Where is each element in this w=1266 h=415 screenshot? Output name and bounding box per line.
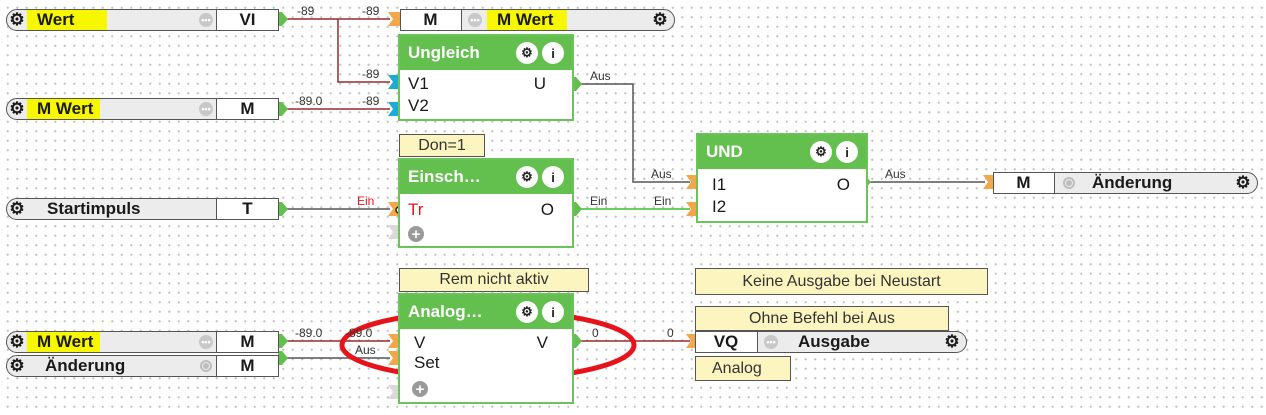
add-input-icon[interactable]: + <box>408 226 424 242</box>
note-ohne-befehl: Ohne Befehl bei Aus <box>695 306 949 331</box>
input-tr: Tr <box>408 200 424 219</box>
out-port-start <box>278 202 288 216</box>
gear-icon[interactable]: ⚙ <box>516 166 538 188</box>
block-ungleich[interactable]: Ungleich ⚙i V1 V2 U <box>398 34 574 121</box>
radio-icon[interactable] <box>200 360 212 372</box>
wire-label: Aus <box>355 343 376 357</box>
info-icon[interactable]: i <box>542 166 564 188</box>
gear-icon[interactable]: ⚙ <box>810 141 832 163</box>
radio-icon[interactable] <box>1063 177 1075 189</box>
output-o: O <box>836 175 850 194</box>
reference-m-wert-2[interactable]: ⚙ M Wert ••• M <box>6 330 279 353</box>
type-label: M <box>216 330 279 353</box>
type-label: M <box>216 97 279 120</box>
note-rem-nicht-aktiv: Rem nicht aktiv <box>399 268 589 292</box>
block-title: Einsch… <box>408 167 481 186</box>
dots-icon[interactable]: ••• <box>199 335 213 349</box>
wire-label: Aus <box>885 167 906 181</box>
gear-icon[interactable]: ⚙ <box>1235 173 1251 192</box>
wire-label: 0 <box>667 326 674 340</box>
info-icon[interactable]: i <box>836 141 858 163</box>
wire-label: -89.0 <box>345 326 373 340</box>
wire-ungleich-und <box>580 83 690 183</box>
type-label: M <box>399 8 462 31</box>
output-u: U <box>533 74 546 93</box>
note-don: Don=1 <box>399 134 485 157</box>
dots-icon[interactable]: ••• <box>468 13 482 27</box>
gear-icon[interactable]: ⚙ <box>9 10 25 29</box>
block-title: UND <box>706 142 743 161</box>
wire-label: Aus <box>651 167 672 181</box>
wire-label: Aus <box>590 69 611 83</box>
info-icon[interactable]: i <box>542 42 564 64</box>
gear-icon[interactable]: ⚙ <box>516 301 538 323</box>
block-analog[interactable]: Analog… ⚙i V Set V + <box>398 293 574 404</box>
in-port-m <box>388 12 400 26</box>
gear-icon[interactable]: ⚙ <box>516 42 538 64</box>
output-m-wert[interactable]: M ••• M Wert ⚙ <box>399 8 675 31</box>
dots-icon[interactable]: ••• <box>199 13 213 27</box>
gear-icon[interactable]: ⚙ <box>652 10 668 29</box>
add-input-icon[interactable]: + <box>412 381 428 397</box>
output-v: V <box>536 333 548 352</box>
input-set: Set <box>414 353 440 372</box>
gear-icon[interactable]: ⚙ <box>944 332 960 351</box>
gear-icon[interactable]: ⚙ <box>9 99 25 118</box>
out-port-mwert <box>278 102 288 116</box>
output-ausgabe[interactable]: VQ ••• Ausgabe ⚙ <box>694 330 967 353</box>
reference-m-wert[interactable]: ⚙ M Wert ••• M <box>6 97 279 120</box>
out-port-aenderung <box>278 351 288 365</box>
input-v2: V2 <box>408 96 429 115</box>
block-einsch[interactable]: Einsch… ⚙i Tr O + <box>398 158 574 248</box>
type-label: T <box>216 197 279 220</box>
block-title: Ungleich <box>408 43 480 62</box>
output-aenderung[interactable]: M Änderung ⚙ <box>992 171 1258 194</box>
out-port-mwert2 <box>278 334 288 348</box>
wire-label: -89 <box>362 67 380 81</box>
type-label: M <box>992 171 1055 194</box>
gear-icon[interactable]: ⚙ <box>9 356 25 375</box>
gear-icon[interactable]: ⚙ <box>9 199 25 218</box>
info-icon[interactable]: i <box>542 301 564 323</box>
wire-label: 0 <box>592 326 599 340</box>
reference-startimpuls[interactable]: ⚙ Startimpuls T <box>6 197 279 220</box>
out-port-wert <box>278 12 288 26</box>
input-v: V <box>414 333 426 352</box>
input-v1: V1 <box>408 74 429 93</box>
wire-label: Ein <box>654 194 672 208</box>
dots-icon[interactable]: ••• <box>199 102 213 116</box>
note-keine-ausgabe: Keine Ausgabe bei Neustart <box>695 268 988 295</box>
type-label: M <box>216 354 279 377</box>
input-i2: I2 <box>712 197 727 216</box>
wire-label: Ein <box>357 194 375 208</box>
wire-label: -89.0 <box>295 94 323 108</box>
type-label: VQ <box>694 330 758 353</box>
gear-icon[interactable]: ⚙ <box>9 332 25 351</box>
reference-aenderung[interactable]: ⚙ Änderung M <box>6 354 279 377</box>
block-und[interactable]: UND ⚙i I1 I2 O <box>696 133 868 223</box>
wire-label: -89 <box>362 94 380 108</box>
type-label: VI <box>216 8 279 31</box>
output-o: O <box>540 200 554 219</box>
wire-label: -89.0 <box>295 326 323 340</box>
wire-label: -89 <box>362 4 380 18</box>
dots-icon[interactable]: ••• <box>764 335 778 349</box>
reference-wert[interactable]: ⚙ Wert ••• VI <box>6 8 279 31</box>
note-analog: Analog <box>695 356 791 381</box>
wire-label: Ein <box>590 194 608 208</box>
block-title: Analog… <box>408 302 483 321</box>
wire-label: -89 <box>297 4 315 18</box>
input-i1: I1 <box>712 175 727 194</box>
